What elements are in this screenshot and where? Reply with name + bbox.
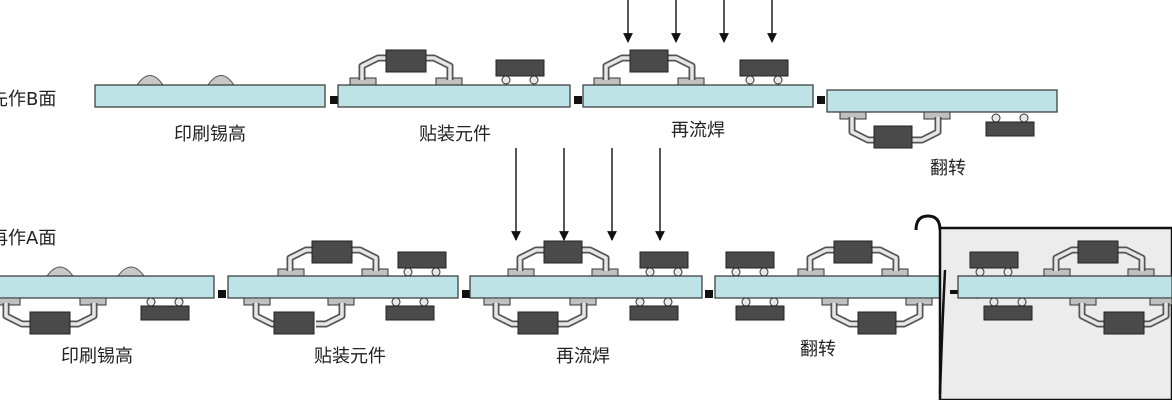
- chip-component: [397, 251, 447, 269]
- chip-component: [639, 251, 689, 269]
- pcb-board: [469, 275, 703, 299]
- qfp-chip: [873, 125, 913, 149]
- conveyor-link: [330, 96, 338, 104]
- chip-terminal: [769, 297, 779, 307]
- qfp-chip: [1103, 311, 1145, 335]
- chip-terminal: [773, 75, 783, 85]
- chip-terminal: [635, 297, 645, 307]
- solder-paste-mound: [207, 75, 235, 86]
- chip-terminal: [673, 267, 683, 277]
- pcb-board: [94, 84, 326, 108]
- conveyor-link: [218, 290, 226, 298]
- chip-terminal: [745, 75, 755, 85]
- row-a-stage-flip: [714, 240, 946, 335]
- row-a-step-3-label: 再流焊: [556, 346, 610, 367]
- row-a-step-2-label: 贴装元件: [314, 346, 386, 367]
- pcb-board: [957, 275, 1172, 299]
- chip-terminal: [529, 75, 539, 85]
- qfp-chip: [311, 240, 353, 264]
- chip-component: [385, 305, 435, 321]
- chip-terminal: [403, 267, 413, 277]
- conveyor-link: [817, 96, 825, 104]
- row-a-title: 再作A面: [0, 228, 56, 249]
- chip-component: [725, 251, 775, 269]
- chip-component: [985, 121, 1035, 137]
- chip-component: [739, 59, 789, 77]
- chip-component: [983, 305, 1033, 321]
- enclosure-frame: [938, 226, 1172, 400]
- chip-terminal: [663, 297, 673, 307]
- qfp-chip: [629, 49, 669, 73]
- pcb-board: [337, 84, 571, 108]
- pcb-board: [227, 275, 459, 299]
- chip-terminal: [741, 297, 751, 307]
- enclosure-hook: [914, 214, 942, 231]
- row-b-stage-print: [94, 75, 326, 108]
- chip-component: [629, 305, 679, 321]
- row-b-stage-place: [337, 49, 571, 108]
- conveyor-link: [574, 96, 582, 104]
- pcb-board: [582, 84, 814, 108]
- chip-component: [969, 251, 1019, 269]
- chip-terminal: [146, 297, 156, 307]
- solder-paste-mound: [46, 266, 74, 277]
- chip-component: [735, 305, 785, 321]
- chip-terminal: [645, 267, 655, 277]
- chip-terminal: [731, 267, 741, 277]
- row-a-stage-print: [0, 266, 215, 335]
- chip-terminal: [991, 113, 1001, 123]
- chip-terminal: [1003, 267, 1013, 277]
- row-b-step-3-label: 再流焊: [671, 120, 725, 141]
- chip-terminal: [1017, 297, 1027, 307]
- solder-pad: [1149, 297, 1172, 306]
- qfp-chip: [833, 240, 873, 264]
- row-a-stage-place: [227, 240, 459, 335]
- row-a-step-4-label: 翻转: [800, 339, 836, 360]
- row-b-stage-reflow: [582, 0, 814, 108]
- chip-terminal: [419, 297, 429, 307]
- row-b-step-4-label: 翻转: [930, 158, 966, 179]
- qfp-chip: [385, 49, 427, 73]
- chip-terminal: [759, 267, 769, 277]
- qfp-chip: [543, 240, 583, 264]
- solder-paste-mound: [117, 266, 145, 277]
- chip-terminal: [174, 297, 184, 307]
- chip-component: [140, 305, 190, 321]
- pcb-board: [714, 275, 946, 299]
- row-a-stage-reflow: [469, 148, 703, 335]
- chip-terminal: [989, 297, 999, 307]
- chip-terminal: [975, 267, 985, 277]
- qfp-chip: [273, 311, 315, 335]
- pcb-board: [826, 89, 1058, 113]
- chip-terminal: [501, 75, 511, 85]
- finished-board-enclosure: [914, 214, 1172, 400]
- conveyor-link: [705, 290, 713, 298]
- qfp-chip: [1077, 240, 1119, 264]
- pcb-board: [0, 275, 215, 299]
- solder-paste-mound: [136, 75, 164, 86]
- row-b-stage-flip: [826, 89, 1058, 149]
- chip-terminal: [1019, 113, 1029, 123]
- row-b-step-2-label: 贴装元件: [419, 124, 491, 145]
- row-b-title: 先作B面: [0, 89, 56, 110]
- chip-component: [495, 59, 545, 77]
- qfp-chip: [517, 311, 559, 335]
- chip-terminal: [391, 297, 401, 307]
- chip-terminal: [431, 267, 441, 277]
- qfp-chip: [857, 311, 897, 335]
- row-b-step-1-label: 印刷锡高: [174, 124, 246, 145]
- conveyor-link: [462, 290, 470, 298]
- row-a-step-1-label: 印刷锡高: [61, 346, 133, 367]
- qfp-chip: [29, 311, 71, 335]
